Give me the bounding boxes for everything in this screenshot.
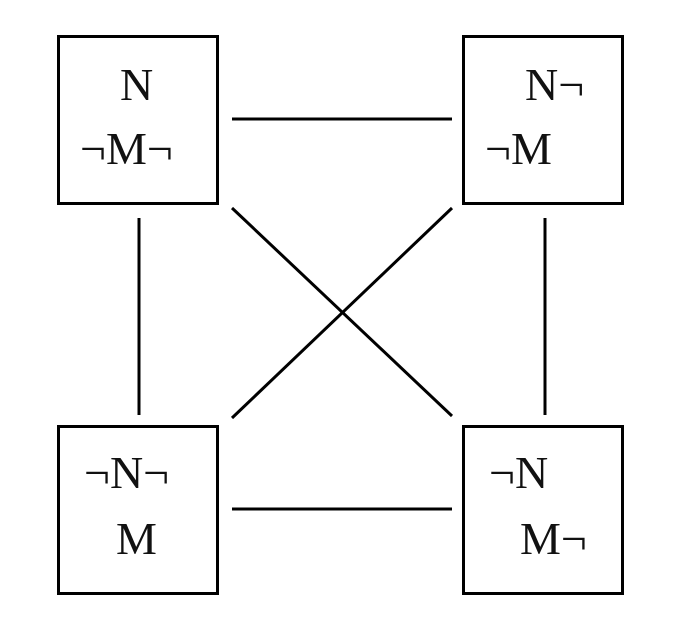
node-bottom-left [57, 425, 219, 595]
node-top-left-line1: N [120, 59, 154, 110]
node-bottom-right [462, 425, 624, 595]
node-bottom-right-line2: M¬ [520, 513, 587, 564]
node-bottom-left-line2: M [116, 513, 157, 564]
node-bottom-left-line1: ¬N¬ [84, 447, 170, 498]
node-top-right [462, 35, 624, 205]
node-top-left [57, 35, 219, 205]
node-bottom-right-line1: ¬N [489, 447, 549, 498]
node-top-right-line1: N¬ [525, 59, 585, 110]
node-top-left-line2: ¬M¬ [80, 123, 173, 174]
node-top-right-line2: ¬M [485, 123, 552, 174]
edge-diagonal-tr-bl [230, 206, 454, 420]
